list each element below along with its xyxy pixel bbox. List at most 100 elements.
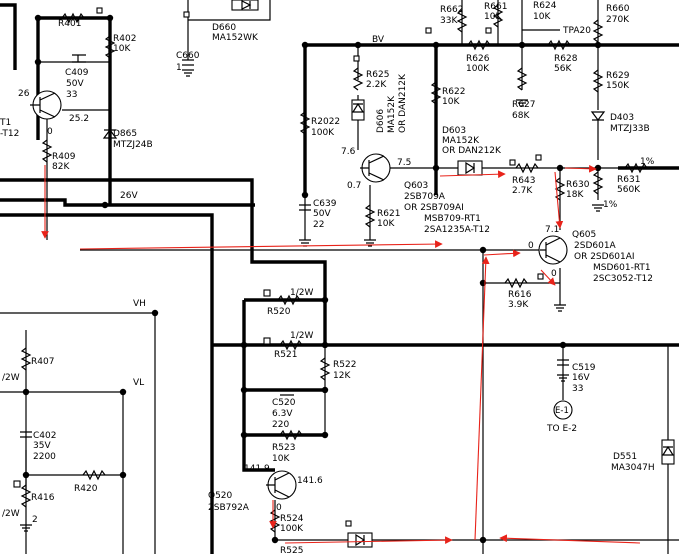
label-r407: R407 [31, 357, 54, 367]
label-r522: R522 [333, 360, 356, 370]
net-e1: E-1 [555, 406, 569, 416]
v-one-percent-a: 1% [640, 157, 655, 167]
label-q603: Q603 [404, 181, 428, 191]
arrow-to-q605-base [483, 249, 521, 258]
label-r523-v: 10K [272, 454, 290, 464]
label-r624-v: 10K [533, 12, 551, 22]
transistor-symbols [30, 90, 568, 500]
v-q520-emitter: 141.6 [297, 476, 323, 486]
v-q-left-collector: 0 [47, 127, 53, 137]
label-q520: Q520 [208, 491, 233, 501]
label-r420: R420 [74, 484, 98, 494]
label-r622: R622 [442, 87, 465, 97]
label-d403-v: MTZJ33B [610, 124, 650, 134]
label-c520-v2: 220 [272, 420, 289, 430]
label-r627-v: 68K [512, 111, 530, 121]
signal-arrows [41, 164, 641, 544]
v-q603-base: 7.6 [341, 147, 356, 157]
label-c639: C639 [313, 199, 337, 209]
label-d403: D403 [610, 113, 634, 123]
resistor-symbols [20, 4, 648, 533]
v-q520-collector: 0 [276, 503, 282, 513]
label-d660: D660 [212, 23, 236, 33]
label-c402-v: 35V [33, 441, 51, 451]
label-r416: R416 [31, 493, 55, 503]
label-q-left-part: T1 [0, 118, 11, 128]
label-q520-l1: 2SB792A [208, 503, 250, 513]
arrow-down-q605 [554, 171, 564, 229]
label-r626-v: 100K [466, 64, 490, 74]
net-vl: VL [133, 378, 144, 388]
label-r521-v: 1/2W [290, 331, 313, 341]
label-r409: R409 [52, 152, 76, 162]
v-q603-collector: 0.7 [347, 181, 361, 191]
label-c402-v2: 2200 [33, 452, 56, 462]
label-r630-v: 18K [566, 190, 584, 200]
v-one-percent-b: 1% [603, 200, 618, 210]
label-c520: C520 [272, 398, 296, 408]
label-q605: Q605 [572, 230, 596, 240]
label-r402-value: 10K [113, 44, 131, 54]
net-tpa20: TPA20 [562, 26, 591, 36]
component-labels: R401 R402 10K C409 50V 33 D865 MTZJ24B R… [0, 1, 655, 554]
label-r616: R616 [508, 290, 532, 300]
label-r409-v: 82K [52, 162, 70, 172]
label-r524-v: 100K [280, 524, 304, 534]
arrow-bottom-left [499, 534, 641, 544]
label-r522-v: 12K [333, 371, 351, 381]
label-r525: R525 [280, 546, 303, 554]
label-r624: R624 [533, 1, 557, 11]
label-q603-l2: OR 2SB709AI [404, 203, 464, 213]
label-c519-v: 16V [572, 373, 590, 383]
label-r622-v: 10K [442, 97, 460, 107]
label-d865-v: MTZJ24B [113, 140, 153, 150]
v-left-partial-a: /2W [2, 373, 20, 383]
v-q605-emitter: 0 [551, 269, 557, 279]
label-d865: D865 [113, 129, 137, 139]
label-d606-v2: OR DAN212K [398, 73, 408, 133]
label-r523: R523 [272, 443, 295, 453]
label-d603-v: MA152K [442, 136, 480, 146]
label-r520: R520 [267, 307, 291, 317]
diode-symbols [102, 0, 675, 548]
arrow-d603-right [439, 170, 506, 179]
arrow-bottom-right [284, 536, 453, 544]
net-vh: VH [133, 299, 146, 309]
label-q-left-part2: -T12 [0, 129, 19, 139]
label-r625-v: 2.2K [366, 80, 387, 90]
label-r627: R627 [512, 100, 535, 110]
label-r629: R629 [606, 71, 630, 81]
v-q605-base: 0 [528, 241, 534, 251]
label-r631: R631 [617, 175, 640, 185]
label-q605-l2: OR 2SD601AI [574, 252, 635, 262]
label-c519: C519 [572, 363, 596, 373]
junction-dots [22, 14, 602, 544]
capacitor-symbols [20, 54, 569, 438]
label-d551: D551 [613, 452, 637, 462]
arrow-vertical-up [474, 256, 490, 541]
label-q603-l4: 2SA1235A-T12 [424, 225, 490, 235]
label-r520-v: 1/2W [290, 288, 313, 298]
test-points [13, 7, 544, 527]
v-q-left-emitter: 25.2 [69, 114, 89, 124]
label-c660-v: 1 [176, 63, 182, 73]
label-r631-v: 560K [617, 185, 641, 195]
label-d551-v: MA3047H [611, 463, 655, 473]
label-q603-l1: 2SB709A [404, 192, 446, 202]
label-r629-v: 150K [606, 81, 630, 91]
label-c520-ground: 2 [32, 515, 38, 525]
arrow-to-r630 [564, 164, 597, 173]
label-c639-v: 50V [313, 209, 331, 219]
label-r661-v: 10K [484, 12, 502, 22]
label-r628-v: 56K [554, 64, 572, 74]
label-c409-v2: 33 [66, 90, 77, 100]
ground-symbols [20, 69, 604, 532]
label-r616-v: 3.9K [508, 300, 529, 310]
label-d603: D603 [442, 126, 466, 136]
label-r643-v: 2.7K [512, 186, 533, 196]
label-r2022: R2022 [311, 117, 340, 127]
label-r2022-v: 100K [311, 128, 335, 138]
v-left-partial-b: /2W [2, 509, 20, 519]
label-d606: D606 [376, 109, 386, 133]
